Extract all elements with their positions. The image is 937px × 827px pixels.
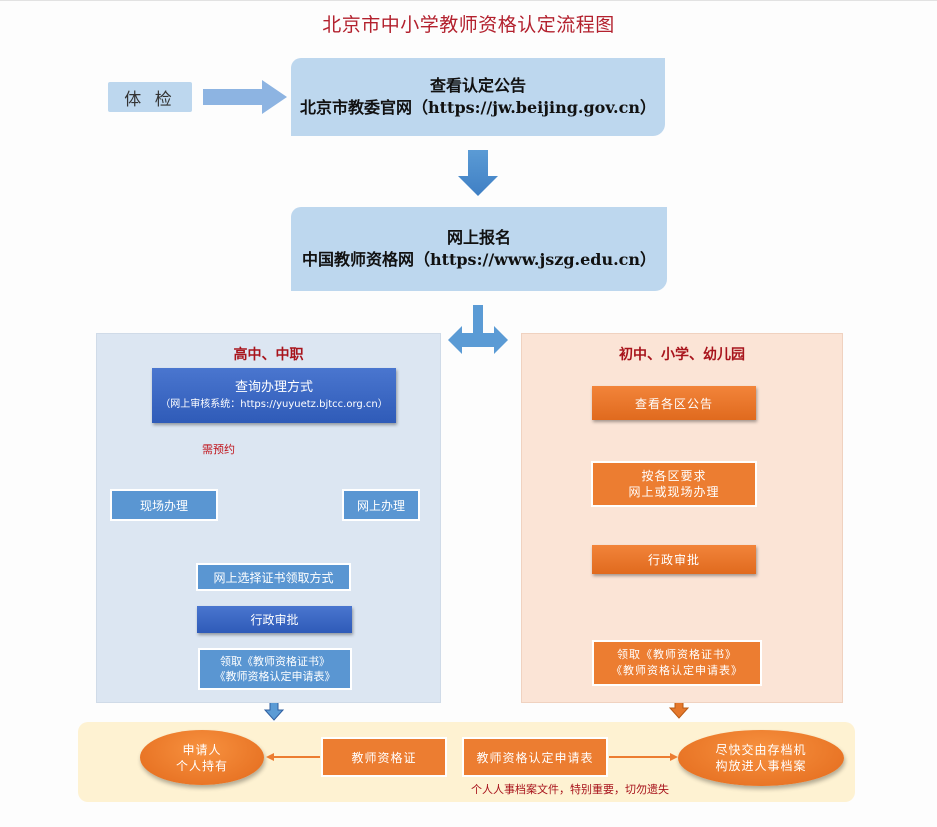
step-district-requirements: 按各区要求 网上或现场办理 — [591, 461, 757, 507]
step-receive-right: 领取《教师资格证书》 《教师资格认定申请表》 — [592, 640, 762, 686]
archive-warning-note: 个人人事档案文件，特别重要，切勿遗失 — [471, 783, 669, 796]
step-admin-approval-right: 行政审批 — [592, 545, 756, 574]
query-method-title: 查询办理方式 — [234, 379, 313, 395]
top-border — [0, 0, 937, 1]
receive-left-line2: 《教师资格认定申请表》 — [214, 670, 336, 683]
applicant-line1: 申请人 — [182, 742, 222, 757]
arrow-down-notice — [458, 150, 498, 196]
step-admin-approval-left: 行政审批 — [197, 606, 352, 633]
receive-right-line2: 《教师资格认定申请表》 — [611, 664, 743, 677]
step-onsite: 现场办理 — [110, 489, 218, 521]
step-online: 网上办理 — [342, 489, 420, 521]
step-check-district-notice: 查看各区公告 — [592, 386, 756, 420]
panel-high-school-title: 高中、中职 — [233, 347, 304, 363]
district-req-line1: 按各区要求 — [641, 469, 707, 483]
online-register-site: 中国教师资格网（https://www.jszg.edu.cn） — [301, 250, 657, 269]
check-notice-title: 查看认定公告 — [429, 76, 526, 95]
node-application-form: 教师资格认定申请表 — [462, 737, 608, 777]
panel-primary-school-title: 初中、小学、幼儿园 — [619, 347, 745, 363]
applicant-line2: 个人持有 — [175, 758, 228, 773]
receive-left-line1: 领取《教师资格证书》 — [220, 655, 330, 668]
query-method-site: （网上审核系统：https://yuyuetz.bjtcc.org.cn） — [160, 398, 388, 410]
step-check-notice: 查看认定公告 北京市教委官网（https://jw.beijing.gov.cn… — [291, 58, 665, 136]
node-archive: 尽快交由存档机 构放进人事档案 — [678, 730, 844, 786]
step-choose-cert-method: 网上选择证书领取方式 — [196, 563, 351, 591]
check-notice-site: 北京市教委官网（https://jw.beijing.gov.cn） — [300, 98, 656, 117]
arrow-split — [448, 305, 508, 354]
step-physical-exam: 体 检 — [108, 82, 192, 112]
appointment-label: 需预约 — [202, 443, 235, 456]
online-register-title: 网上报名 — [446, 228, 511, 247]
archive-line2: 构放进人事档案 — [715, 759, 807, 773]
node-applicant-hold: 申请人 个人持有 — [140, 730, 264, 785]
arrow-right-exam — [203, 80, 287, 114]
node-teacher-certificate: 教师资格证 — [321, 737, 447, 777]
step-online-register: 网上报名 中国教师资格网（https://www.jszg.edu.cn） — [291, 207, 667, 291]
page-title: 北京市中小学教师资格认定流程图 — [322, 14, 615, 36]
step-query-method: 查询办理方式 （网上审核系统：https://yuyuetz.bjtcc.org… — [152, 368, 396, 423]
step-receive-left: 领取《教师资格证书》 《教师资格认定申请表》 — [198, 648, 352, 690]
district-req-line2: 网上或现场办理 — [628, 485, 720, 499]
receive-right-line1: 领取《教师资格证书》 — [617, 648, 737, 661]
archive-line1: 尽快交由存档机 — [715, 743, 807, 757]
